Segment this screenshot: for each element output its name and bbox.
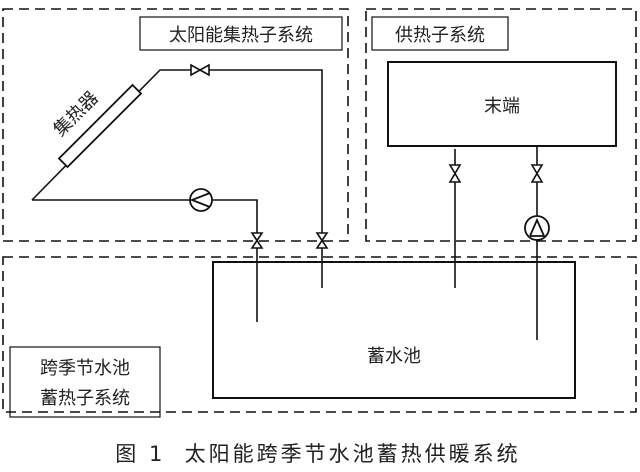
terminal-box [387, 61, 617, 147]
valve-horizontal-icon [190, 63, 210, 77]
solar-collector-icon [57, 83, 143, 169]
solar-pump-icon [189, 188, 213, 212]
supply-label-box [371, 16, 509, 51]
valve-solar-return-icon [250, 232, 264, 249]
storage-subsystem-boundary [2, 256, 637, 413]
tank-label: 蓄水池 [367, 346, 421, 367]
collector-return-pipe [32, 199, 258, 240]
supply-subsystem-boundary [365, 8, 637, 242]
supply-subsystem-label: 供热子系统 [395, 25, 485, 46]
valve-supply-right-icon [530, 164, 544, 183]
valve-supply-left-icon [448, 164, 462, 183]
storage-subsystem-label-line1: 跨季节水池 [40, 358, 130, 379]
solar-subsystem-label: 太阳能集热子系统 [169, 25, 313, 46]
valve-solar-supply-icon [315, 232, 329, 249]
solar-label-box [139, 16, 343, 51]
tank-box [212, 261, 576, 399]
figure-caption: 图 1 太阳能跨季节水池蓄热供暖系统 [115, 442, 520, 466]
storage-label-box [9, 346, 161, 418]
storage-subsystem-label-line2: 蓄热子系统 [40, 388, 130, 409]
supply-pump-icon [524, 215, 550, 241]
terminal-label: 末端 [484, 96, 520, 117]
